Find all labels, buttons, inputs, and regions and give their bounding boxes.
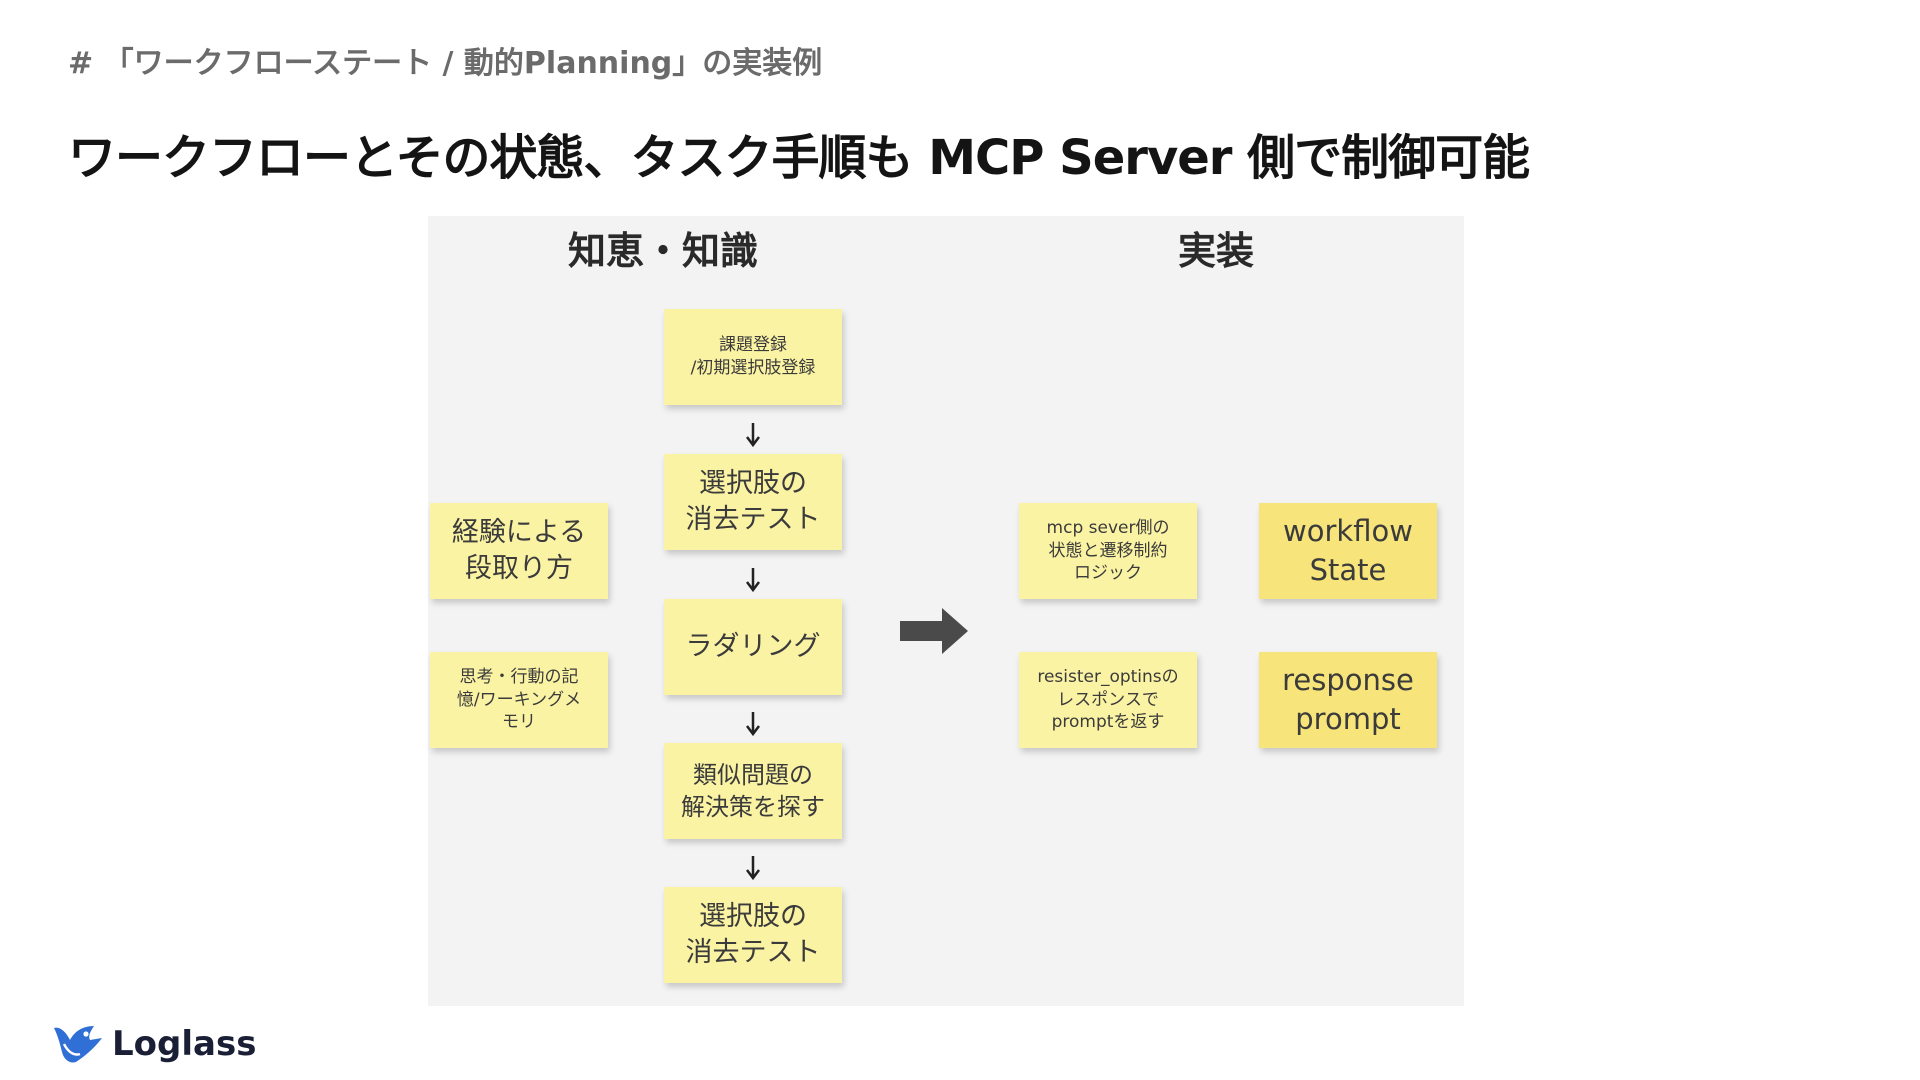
flow-note-register: 課題登録 /初期選択肢登録 xyxy=(664,309,842,405)
flow-note-laddering: ラダリング xyxy=(664,599,842,695)
flow-note-elimination-test: 選択肢の 消去テスト xyxy=(664,454,842,550)
impl-note-state-transition: mcp sever側の 状態と遷移制約 ロジック xyxy=(1019,503,1197,599)
down-arrow-icon xyxy=(746,856,760,881)
impl-note-response-prompt: resister_optinsの レスポンスで promptを返す xyxy=(1019,652,1197,748)
down-arrow-icon xyxy=(746,568,760,593)
right-arrow-icon xyxy=(900,608,968,654)
left-column-title: 知恵・知識 xyxy=(567,229,759,273)
impl-label-response-prompt: response prompt xyxy=(1259,652,1437,748)
down-arrow-icon xyxy=(746,712,760,737)
down-arrow-icon xyxy=(746,423,760,448)
impl-label-workflow-state: workflow State xyxy=(1259,503,1437,599)
section-label: # 「ワークフローステート / 動的Planning」の実装例 xyxy=(68,46,823,81)
flow-note-elimination-test-2: 選択肢の 消去テスト xyxy=(664,887,842,983)
right-column-title: 実装 xyxy=(1177,229,1255,273)
knowledge-note-working-memory: 思考・行動の記 憶/ワーキングメ モリ xyxy=(430,652,608,748)
slide-headline: ワークフローとその状態、タスク手順も MCP Server 側で制御可能 xyxy=(68,130,1530,186)
knowledge-note-experience: 経験による 段取り方 xyxy=(430,503,608,599)
flow-note-similar-problems: 類似問題の 解決策を探す xyxy=(664,743,842,839)
brand-logo: Loglass xyxy=(50,1022,256,1066)
diagram-board: 知恵・知識 実装 課題登録 /初期選択肢登録 選択肢の 消去テスト ラダリング … xyxy=(428,216,1464,1006)
brand-name: Loglass xyxy=(112,1024,257,1064)
bird-logo-icon xyxy=(54,1026,102,1063)
